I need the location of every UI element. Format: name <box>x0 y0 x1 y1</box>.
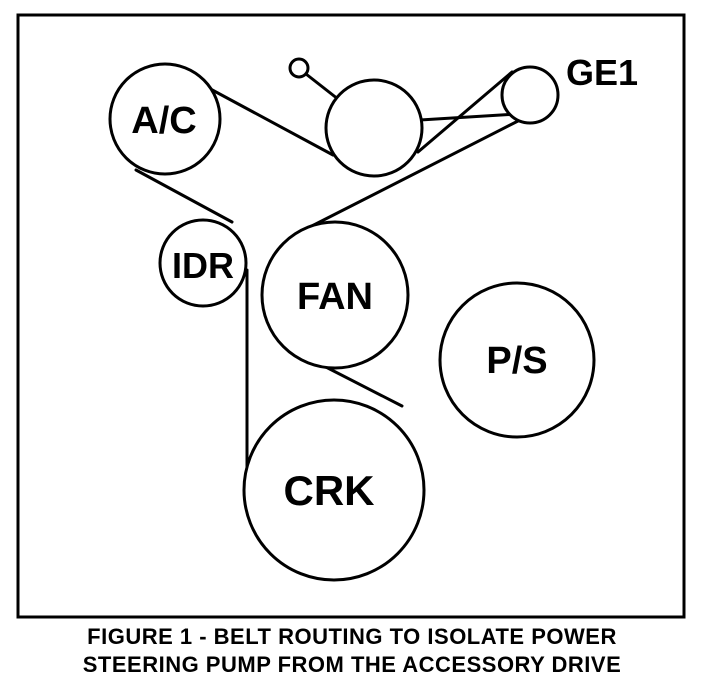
label-crk: CRK <box>284 467 375 514</box>
belt-ge1-to-fan <box>298 118 522 234</box>
pulley-ge1 <box>500 65 560 125</box>
figure-caption-line-2: STEERING PUMP FROM THE ACCESSORY DRIVE <box>82 652 622 677</box>
belt <box>134 70 522 488</box>
belt-fan-to-crk <box>316 361 404 408</box>
label-idr: IDR <box>172 245 234 286</box>
pulley-idr <box>158 218 248 308</box>
tensioner-pivot <box>288 57 310 79</box>
figure-caption-line-1: FIGURE 1 - BELT ROUTING TO ISOLATE POWER <box>87 624 617 649</box>
label-ps: P/S <box>486 340 547 382</box>
pulleys <box>108 62 596 582</box>
label-ac: A/C <box>131 100 196 142</box>
belt-ac-to-idr <box>134 168 234 224</box>
pulley-ps <box>438 281 596 439</box>
belt-tensioner-to-ge1-inner <box>418 112 520 122</box>
diagram-frame <box>16 13 686 619</box>
pulley-crk <box>242 398 426 582</box>
belt-tensioner-to-ge1 <box>416 70 514 154</box>
pulley-fan <box>260 220 410 370</box>
label-ge1: GE1 <box>566 52 638 93</box>
label-fan: FAN <box>297 276 373 318</box>
pulley-ac <box>108 62 222 176</box>
pulley-tensioner <box>324 78 424 178</box>
